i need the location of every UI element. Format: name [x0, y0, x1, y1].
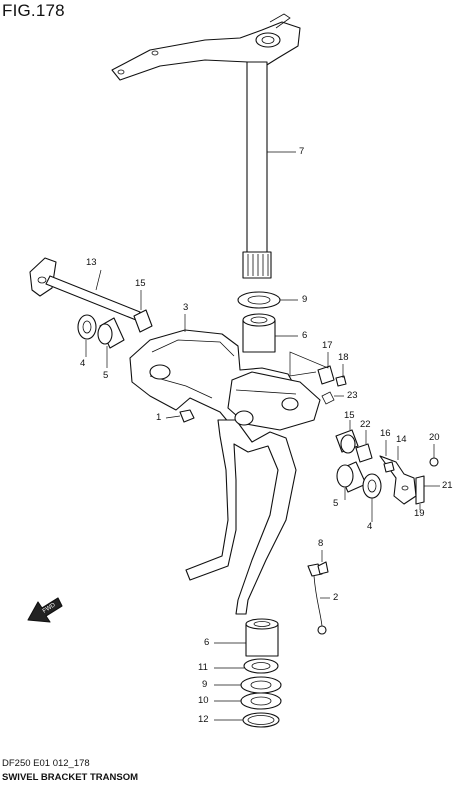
steering-shaft [242, 61, 272, 279]
callout-8: 8 [318, 538, 324, 549]
callout-17: 17 [322, 340, 333, 351]
callout-6: 6 [302, 330, 308, 341]
callout-2: 2 [333, 592, 339, 603]
left-collar [133, 309, 153, 333]
callout-11: 11 [198, 662, 208, 673]
callout-6-lower: 6 [204, 637, 210, 648]
ground-wire [307, 561, 329, 635]
figure-code: DF250 E01 012_178 [2, 758, 90, 769]
callout-10: 10 [198, 695, 209, 706]
callout-4: 4 [80, 358, 86, 369]
callout-14: 14 [396, 434, 407, 445]
callout-9: 9 [302, 294, 308, 305]
callout-7: 7 [299, 146, 305, 157]
leader-lines [85, 151, 440, 721]
left-bushing [97, 317, 125, 349]
right-hardware [317, 365, 439, 505]
nut [179, 409, 195, 423]
steering-arm [111, 13, 301, 81]
upper-bushing [242, 313, 276, 353]
callout-16: 16 [380, 428, 391, 439]
forward-arrow: FWD [27, 597, 63, 623]
callout-19: 19 [414, 508, 425, 519]
callout-20: 20 [429, 432, 440, 443]
figure-title: FIG.178 [2, 1, 65, 20]
right-washer [362, 473, 382, 499]
lower-washers [240, 658, 282, 728]
callout-18: 18 [338, 352, 349, 363]
callout-15-right: 15 [344, 410, 355, 421]
callout-13: 13 [86, 257, 97, 268]
callout-5: 5 [103, 370, 109, 381]
lower-bushing [245, 618, 279, 657]
left-washer [77, 314, 97, 340]
swivel-bracket [129, 329, 321, 615]
callout-22: 22 [360, 419, 371, 430]
callout-23: 23 [347, 390, 358, 401]
callout-12: 12 [198, 714, 209, 725]
figure-name: SWIVEL BRACKET TRANSOM [2, 772, 138, 783]
upper-washer [237, 291, 281, 309]
callout-5-right: 5 [333, 498, 339, 509]
tilt-pin [29, 257, 141, 321]
callout-9-lower: 9 [202, 679, 208, 690]
callout-4-right: 4 [367, 521, 373, 532]
right-bushing [336, 461, 367, 493]
callout-1: 1 [156, 412, 162, 423]
callout-15: 15 [135, 278, 146, 289]
callout-21: 21 [442, 480, 453, 491]
callout-3: 3 [183, 302, 189, 313]
